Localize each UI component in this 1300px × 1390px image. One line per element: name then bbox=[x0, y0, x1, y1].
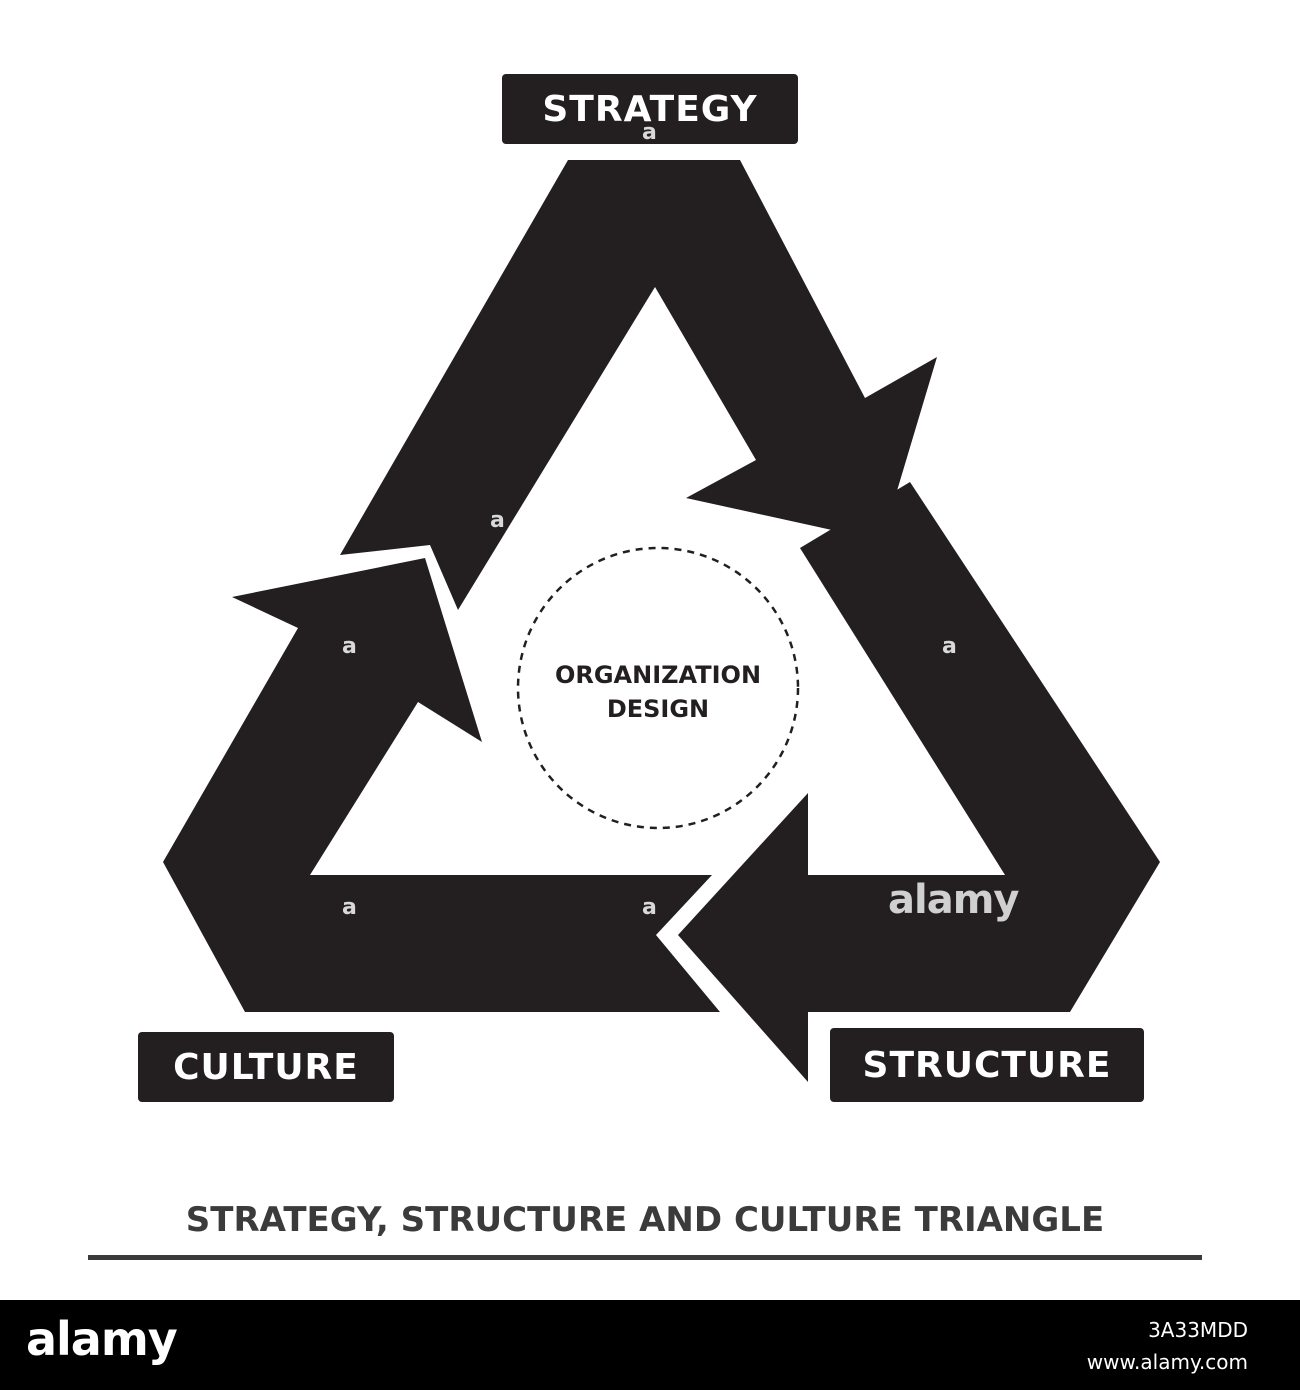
center-label-line1: ORGANIZATION bbox=[554, 661, 762, 689]
watermark-mark: a bbox=[490, 508, 505, 533]
arrow-strategy-to-structure bbox=[340, 160, 937, 610]
arrow-structure-to-culture bbox=[678, 482, 1160, 1082]
strategy-label: STRATEGY bbox=[502, 74, 798, 144]
culture-label-text: CULTURE bbox=[173, 1046, 359, 1088]
dashed-circle bbox=[516, 546, 800, 830]
caption-underline bbox=[88, 1255, 1202, 1260]
footer-bar: alamy 3A33MDD www.alamy.com bbox=[0, 1300, 1300, 1390]
footer-logo: alamy bbox=[26, 1312, 178, 1366]
watermark-mark: a bbox=[642, 120, 657, 145]
structure-label-text: STRUCTURE bbox=[862, 1044, 1112, 1086]
watermark-mark: a bbox=[942, 634, 957, 659]
strategy-label-text: STRATEGY bbox=[542, 88, 758, 130]
center-label-line2: DESIGN bbox=[606, 695, 710, 723]
structure-label: STRUCTURE bbox=[830, 1028, 1144, 1102]
footer-url: www.alamy.com bbox=[1086, 1350, 1248, 1374]
cycle-diagram bbox=[163, 160, 1160, 1082]
culture-label: CULTURE bbox=[138, 1032, 394, 1102]
watermark-mark: a bbox=[342, 634, 357, 659]
diagram-caption: STRATEGY, STRUCTURE AND CULTURE TRIANGLE bbox=[185, 1200, 1105, 1240]
watermark-mark: a bbox=[642, 895, 657, 920]
arrow-culture-to-strategy bbox=[163, 558, 720, 1012]
center-label: ORGANIZATION DESIGN bbox=[518, 658, 798, 726]
watermark-brand: alamy bbox=[888, 877, 1019, 923]
watermark-mark: a bbox=[342, 895, 357, 920]
footer-image-id: 3A33MDD bbox=[1148, 1318, 1248, 1342]
